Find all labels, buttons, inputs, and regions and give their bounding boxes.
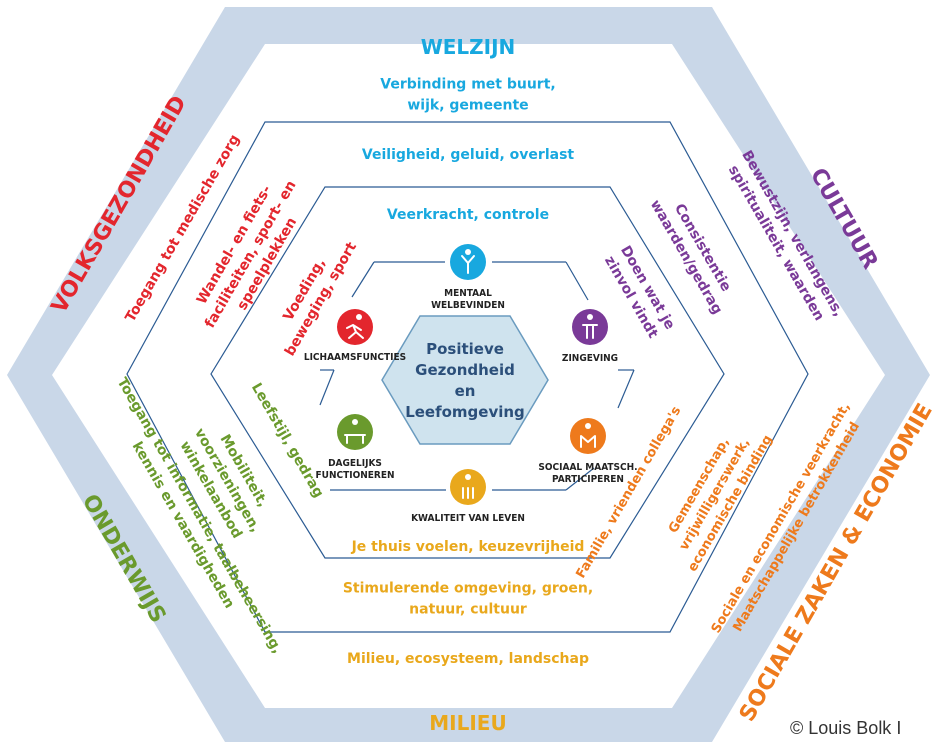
dimension-kwaliteit: KWALITEIT VAN LEVEN (411, 465, 525, 524)
domain-milieu: MILIEU (429, 711, 506, 735)
center-hexagon (381, 315, 549, 445)
middle-ring-bottom-label: Stimulerende omgeving, groen,natuur, cul… (343, 580, 593, 617)
dimension-kwaliteit-label: KWALITEIT VAN LEVEN (411, 513, 525, 524)
domain-volksgezondheid: VOLKSGEZONDHEID (47, 92, 192, 318)
people-group-icon (570, 418, 606, 454)
dimension-lichaam-label: LICHAAMSFUNCTIES (304, 352, 406, 363)
middle-ring-top-label: Veiligheid, geluid, overlast (362, 147, 574, 163)
star-person-icon (572, 309, 608, 345)
inner-hexagon-outline (210, 186, 725, 559)
outer-ring-top-label: Verbinding met buurt,wijk, gemeente (380, 76, 555, 113)
domain-welzijn: WELZIJN (421, 35, 516, 59)
dimension-zingeving-label: ZINGEVING (562, 353, 618, 364)
table-people-icon (337, 414, 373, 450)
middle-hexagon-outline (126, 121, 809, 633)
running-person-icon (337, 309, 373, 345)
sun-person-icon (450, 469, 486, 505)
dimension-hexagon-outline (319, 261, 635, 491)
dimension-lichaam: LICHAAMSFUNCTIES (304, 305, 406, 363)
dimension-sociaal: SOCIAAL MAATSCH.PARTICIPEREN (538, 414, 638, 485)
dimension-zingeving: ZINGEVING (562, 305, 618, 364)
inner-ring-top-right-label: Doen wat jezinvol vindt (601, 243, 678, 342)
dimension-sociaal-label: SOCIAAL MAATSCH.PARTICIPEREN (538, 462, 637, 485)
meditation-person-icon (450, 244, 486, 280)
outer-ring-bottom-label: Milieu, ecosysteem, landschap (347, 651, 589, 667)
inner-ring-top-label: Veerkracht, controle (387, 207, 549, 223)
copyright-notice: © Louis Bolk I (790, 718, 902, 738)
inner-ring-bottom-label: Je thuis voelen, keuzevrijheid (351, 539, 585, 555)
